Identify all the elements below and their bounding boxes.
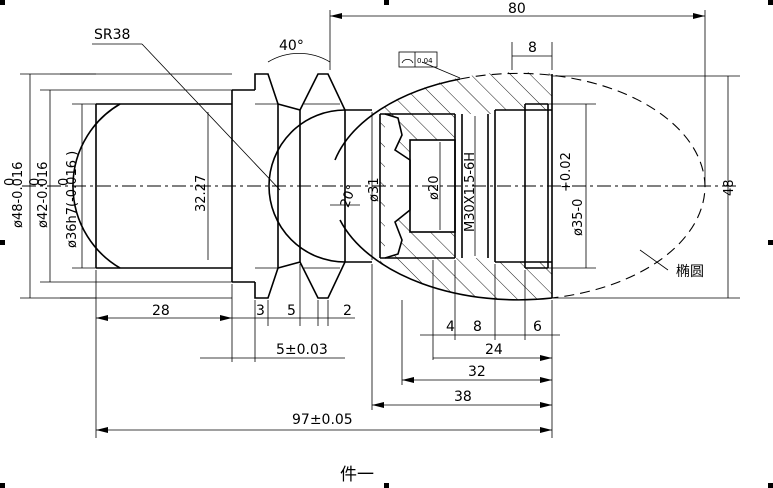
bore-lines	[379, 74, 553, 298]
dim-d31: ø31	[367, 178, 382, 203]
hatched-section	[380, 72, 552, 300]
angle-40: 40°	[279, 38, 304, 54]
dim-groove: 5±0.03	[276, 342, 328, 358]
dimension-lines	[20, 13, 740, 433]
dim-5: 5	[287, 303, 296, 319]
ellipse-label: 椭圆	[676, 264, 704, 280]
tolerance-value: 0.04	[417, 57, 433, 65]
dim-6: 6	[533, 319, 542, 335]
dim-d35: ø35-0	[571, 199, 586, 236]
dim-48-right: 48	[722, 179, 737, 196]
dim-d36-upper: 0	[57, 178, 72, 186]
dim-32-27: 32.27	[194, 175, 209, 212]
dim-8-top: 8	[528, 40, 537, 56]
extension-lines	[95, 10, 706, 438]
dim-d48: ø48-0.016	[11, 162, 26, 228]
flanges	[254, 73, 372, 299]
angle-20: 20°	[338, 183, 360, 210]
caption: 件一	[340, 465, 374, 485]
dim-d36: ø36h7(-0.016 )	[65, 151, 80, 248]
dim-97: 97±0.05	[292, 412, 353, 428]
dim-d48-upper: 0	[3, 178, 18, 186]
dim-d42: ø42-0.016	[36, 162, 51, 228]
dim-28: 28	[152, 303, 170, 319]
dim-3: 3	[256, 303, 265, 319]
dim-d35-upper: +0.02	[559, 152, 574, 192]
dim-24: 24	[485, 342, 503, 358]
dim-d42-upper: 0	[28, 178, 43, 186]
dim-thread: M30X1.5-6H	[463, 152, 478, 232]
dim-4: 4	[446, 319, 455, 335]
dim-38: 38	[454, 389, 472, 405]
dim-2: 2	[343, 303, 352, 319]
dim-80: 80	[508, 1, 526, 17]
dim-d20: ø20	[427, 176, 442, 201]
dim-32: 32	[468, 364, 486, 380]
vertical-labels: ø48-0.016 0 ø42-0.016 0 ø36h7(-0.016 ) 0…	[3, 151, 737, 248]
tolerance-frame	[398, 51, 438, 68]
sr38-label: SR38	[94, 27, 130, 43]
leader-lines	[92, 43, 669, 271]
dim-8-bot: 8	[473, 319, 482, 335]
